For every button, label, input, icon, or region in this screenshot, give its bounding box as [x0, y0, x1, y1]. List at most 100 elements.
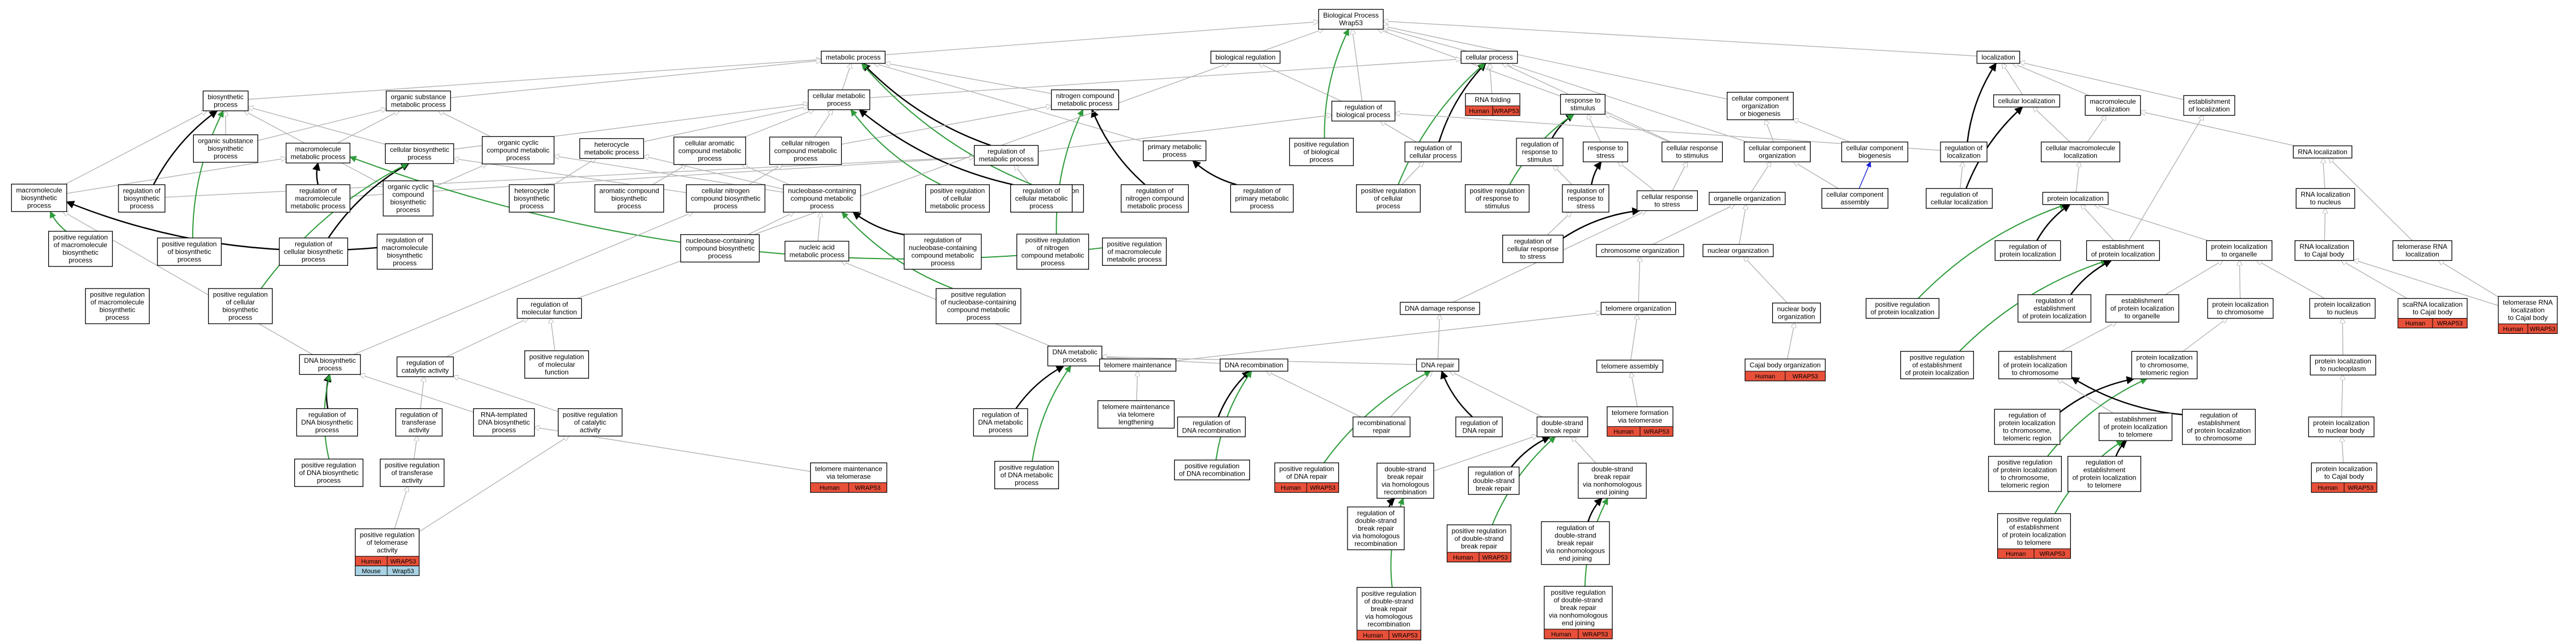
- go-term-node[interactable]: cellular localization: [1993, 94, 2061, 108]
- go-term-node[interactable]: biological regulation: [1210, 50, 1281, 64]
- go-term-node[interactable]: chromosome organization: [1596, 244, 1684, 257]
- go-term-node[interactable]: metabolic process: [820, 50, 886, 64]
- go-term-node[interactable]: organelle organization: [1709, 192, 1786, 205]
- go-term-node[interactable]: RNA localization: [2293, 145, 2353, 159]
- go-term-node[interactable]: telomere organization: [1600, 302, 1676, 315]
- go-term-node[interactable]: telomere assembly: [1596, 359, 1664, 373]
- go-term-node[interactable]: nuclear organization: [1702, 244, 1774, 257]
- go-term-node[interactable]: localization: [1976, 50, 2020, 64]
- go-term-node[interactable]: protein localization: [2042, 192, 2109, 205]
- go-term-node[interactable]: DNA repair: [1416, 358, 1459, 372]
- go-term-node[interactable]: organic cycliccompoundbiosyntheticproces…: [383, 180, 434, 217]
